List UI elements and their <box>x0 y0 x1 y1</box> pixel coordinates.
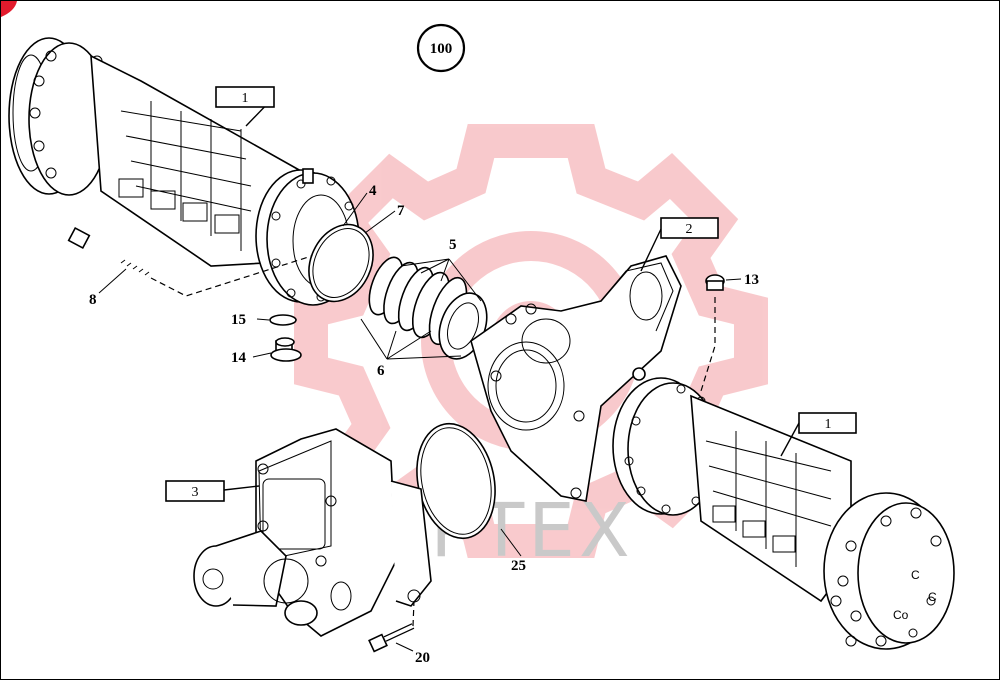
svg-text:3: 3 <box>192 485 199 500</box>
callout-5: 5 <box>449 237 457 253</box>
callout-8: 8 <box>89 292 97 308</box>
label-box-axle-right: 1 <box>780 412 857 457</box>
o-ring-7: 7 4 <box>308 183 405 303</box>
callout-14: 14 <box>231 350 247 366</box>
callout-25: 25 <box>511 558 526 574</box>
hub-mark-c: C <box>911 568 920 582</box>
svg-text:2: 2 <box>686 222 693 237</box>
bolt-8: 8 <box>67 226 322 308</box>
label-box-axle-left: 1 <box>215 86 275 127</box>
group-number: 100 <box>430 41 453 57</box>
callout-6: 6 <box>377 363 385 379</box>
callout-15: 15 <box>231 312 246 328</box>
callout-4: 4 <box>369 183 377 199</box>
brake-motor-housing <box>193 428 432 637</box>
breather-13: 13 <box>700 272 759 392</box>
group-number-badge: 100 <box>416 23 466 73</box>
callout-20: 20 <box>415 650 430 666</box>
center-differential-housing <box>470 255 682 502</box>
drain-plug-14: 15 14 <box>231 312 302 366</box>
svg-text:1: 1 <box>242 91 249 106</box>
bolt-20: 20 <box>368 600 430 666</box>
o-ring-25: 25 <box>416 422 526 574</box>
label-box-center-housing: 2 <box>640 217 719 272</box>
svg-text:1: 1 <box>825 417 832 432</box>
callout-13: 13 <box>744 272 759 288</box>
brake-disc-pack: 5 6 <box>360 237 488 379</box>
callout-7: 7 <box>397 203 405 219</box>
hub-mark-co: Co <box>893 608 909 622</box>
left-axle-housing <box>8 37 360 306</box>
hub-mark-c2: C <box>928 590 937 604</box>
right-axle-housing: C C Co <box>612 377 955 650</box>
corner-marker <box>1 1 17 17</box>
label-box-brake-housing: 3 <box>165 480 260 502</box>
